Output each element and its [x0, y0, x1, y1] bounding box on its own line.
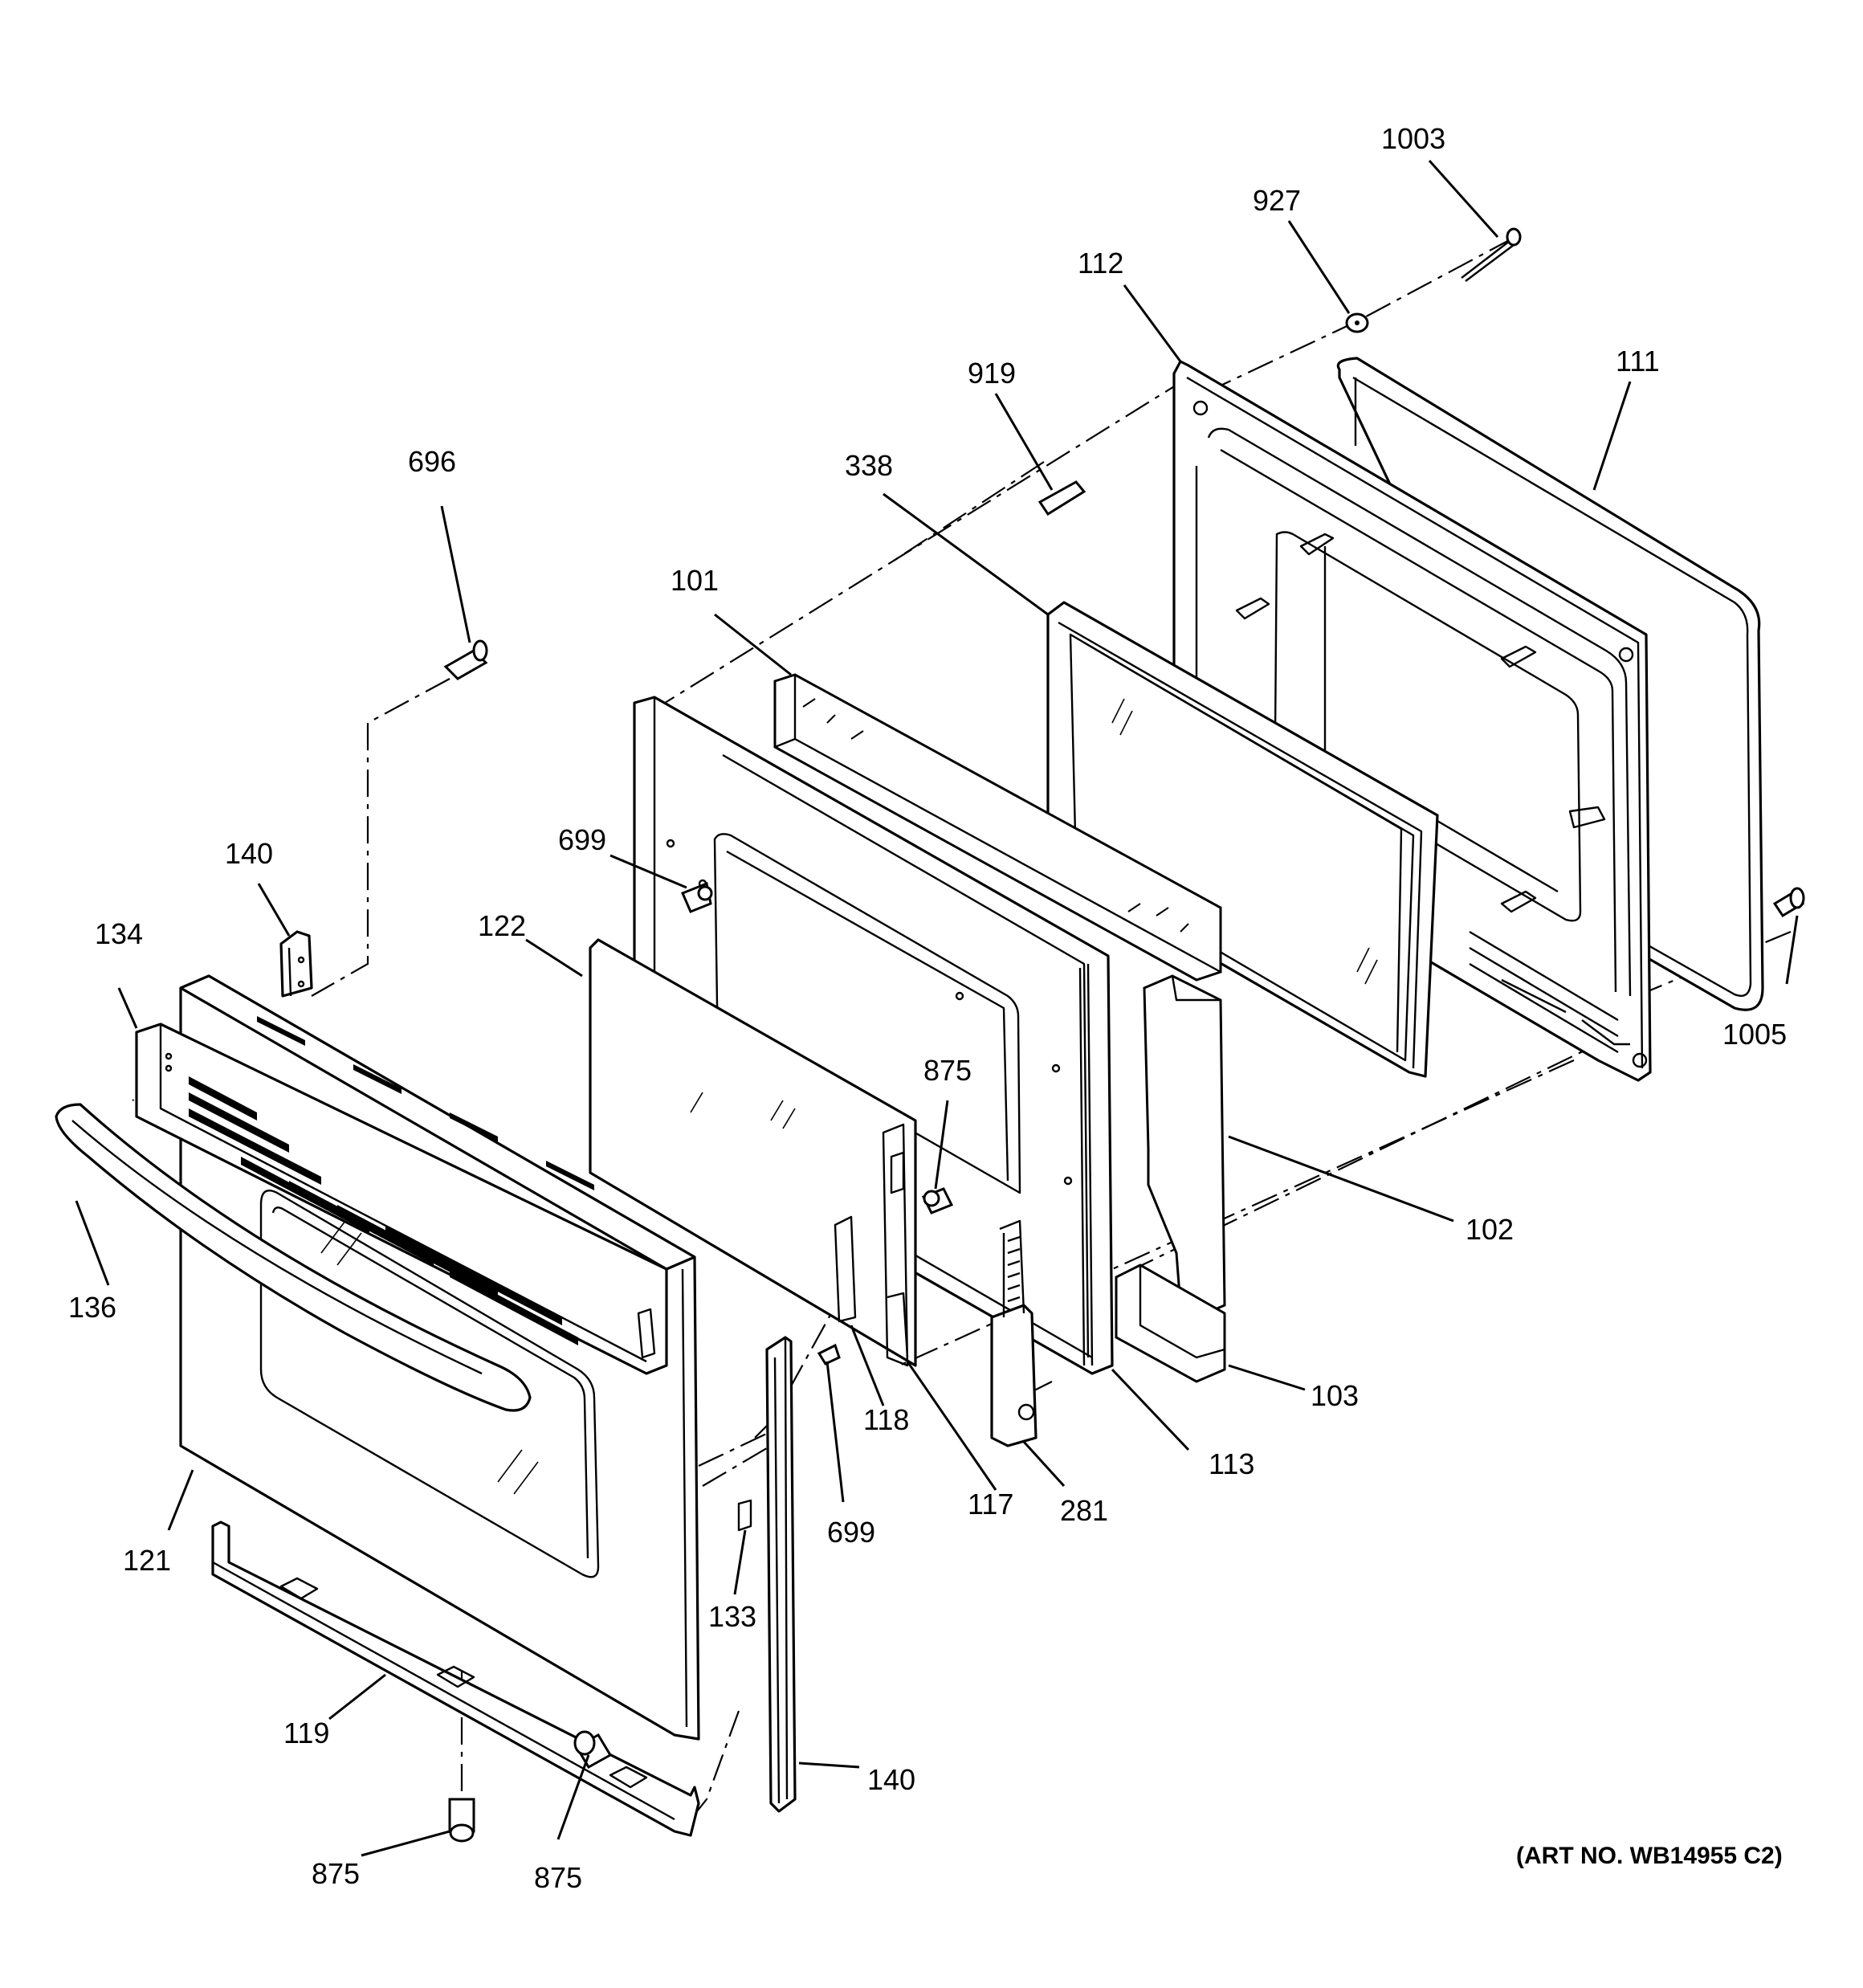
callout-111: 111 — [1616, 345, 1660, 378]
callout-103: 103 — [1311, 1379, 1359, 1412]
callout-875-bottom-center: 875 — [534, 1861, 582, 1894]
callout-927: 927 — [1253, 184, 1301, 217]
part-927-washer — [1345, 312, 1369, 333]
part-134-vent-trim — [135, 974, 696, 1375]
part-117-bracket — [882, 1123, 909, 1367]
callout-121: 121 — [123, 1544, 171, 1577]
insulation-texture — [802, 698, 1189, 933]
callout-119: 119 — [283, 1717, 329, 1749]
callout-133: 133 — [708, 1600, 756, 1633]
part-103-insulation-bottom — [1115, 1263, 1226, 1383]
callout-labels: 1003 927 112 111 919 338 696 101 699 140… — [68, 122, 1787, 1894]
part-699-screw-upper — [681, 881, 713, 913]
callout-136: 136 — [68, 1291, 116, 1324]
part-118-bracket — [834, 1215, 857, 1323]
callout-140-upper: 140 — [225, 837, 273, 870]
callout-102: 102 — [1466, 1213, 1514, 1246]
callout-919: 919 — [968, 357, 1016, 390]
part-281-hinge — [990, 1219, 1037, 1447]
callout-338: 338 — [845, 449, 893, 482]
part-101-insulation-top — [773, 673, 1222, 982]
part-875-screw-bottom-center — [573, 1730, 613, 1770]
art-number: (ART NO. WB14955 C2) — [1516, 1843, 1783, 1869]
callout-134: 134 — [95, 917, 143, 950]
callout-875-bottom-left: 875 — [312, 1857, 360, 1890]
callout-699-lower: 699 — [827, 1516, 875, 1549]
part-875-screw-upper — [921, 1187, 954, 1214]
callout-281: 281 — [1060, 1494, 1108, 1527]
callout-1005: 1005 — [1722, 1018, 1787, 1051]
part-136-door-handle — [55, 1103, 532, 1412]
part-140-side-trim-upper — [279, 930, 313, 998]
part-102-insulation-side — [1143, 974, 1226, 1319]
callout-699-upper: 699 — [558, 823, 606, 856]
part-119-bottom-trim — [211, 1521, 700, 1837]
part-1005-screw — [1772, 887, 1805, 918]
part-133-clip — [737, 1499, 752, 1532]
callout-117: 117 — [968, 1488, 1013, 1521]
part-112-inner-door-panel — [1172, 360, 1652, 1082]
callout-101: 101 — [671, 564, 719, 597]
part-919-pin — [1037, 480, 1086, 516]
callout-875-upper: 875 — [923, 1054, 972, 1087]
callout-1003: 1003 — [1381, 122, 1445, 155]
callout-113: 113 — [1209, 1447, 1254, 1480]
part-875-screw-bottom-left — [448, 1798, 475, 1843]
part-1003-screw — [1461, 227, 1522, 282]
part-122-door-glass — [589, 938, 917, 1367]
callout-112: 112 — [1078, 247, 1123, 280]
part-699-screw-lower — [817, 1343, 841, 1365]
callout-118: 118 — [863, 1403, 909, 1436]
part-696-screw — [443, 639, 488, 680]
callout-140-lower: 140 — [867, 1763, 915, 1796]
callout-122: 122 — [478, 909, 526, 942]
leader-lines — [75, 159, 1799, 1857]
callout-696: 696 — [408, 445, 456, 478]
part-140-side-trim-lower — [765, 1336, 797, 1813]
